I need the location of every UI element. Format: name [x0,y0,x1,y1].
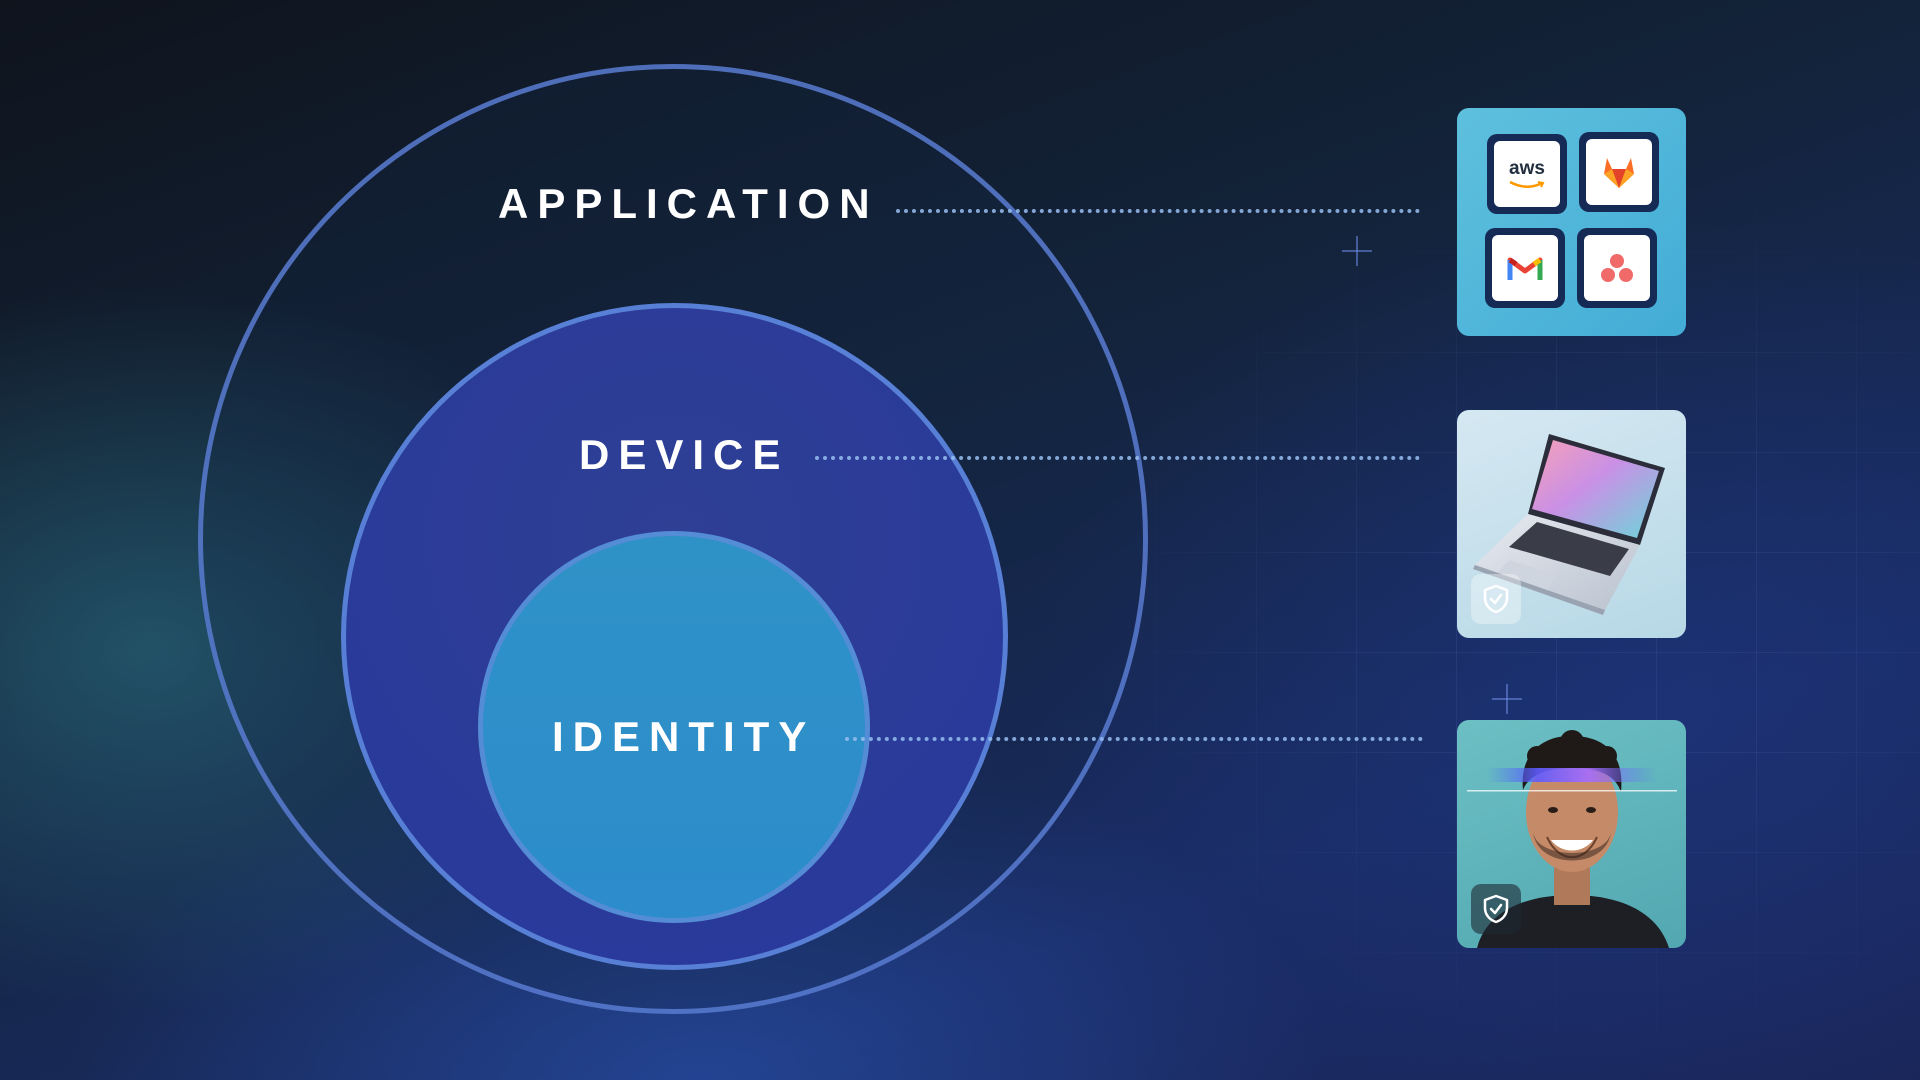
aws-logo: aws [1508,158,1546,190]
app-tile-aws: aws [1487,134,1567,214]
laptop-image [1473,434,1665,615]
app-tile-asana [1577,228,1657,308]
shield-check-icon [1483,584,1509,614]
device-connector [815,456,1420,460]
shield-check-icon [1483,894,1509,924]
app-tile-gmail [1485,228,1565,308]
device-label: DEVICE [579,431,790,478]
gmail-m-icon [1507,257,1543,280]
identity-card [1457,720,1686,948]
app-tile-gitlab [1579,132,1659,212]
gitlab-fox-icon [1604,158,1634,188]
application-label: APPLICATION [498,180,879,227]
plus-decoration [1342,236,1372,266]
identity-label: IDENTITY [552,713,816,760]
applications-card: aws [1457,108,1686,336]
device-card [1457,410,1686,638]
person-photo [1467,730,1677,948]
shield-check-badge [1471,574,1521,624]
application-connector [896,209,1420,213]
asana-dots-icon [1601,254,1633,282]
identity-circle [478,531,870,923]
plus-decoration [1492,684,1522,714]
identity-connector [845,737,1423,741]
shield-check-badge [1471,884,1521,934]
